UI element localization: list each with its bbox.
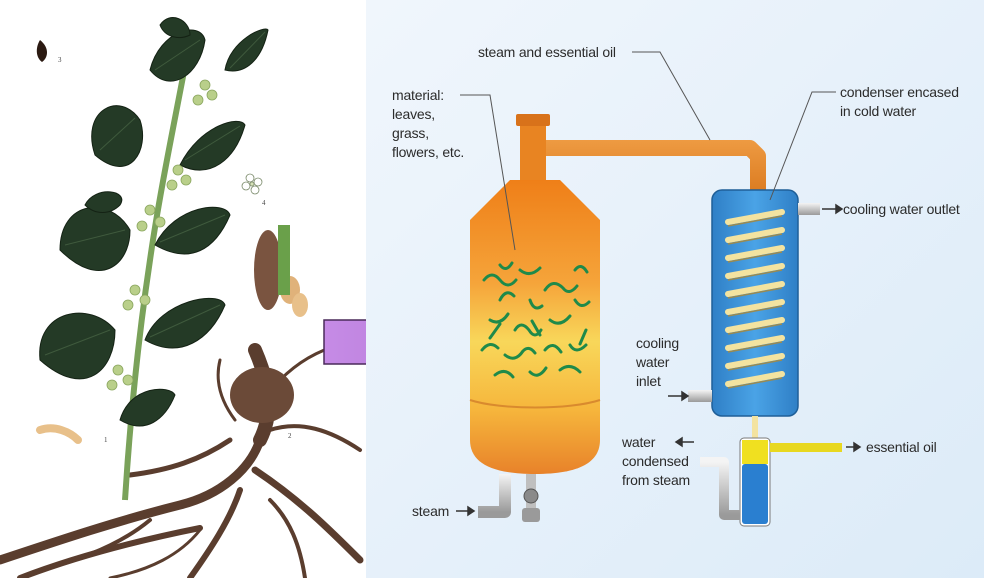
water-condensed-label-line: from steam — [622, 472, 690, 488]
still-neck — [520, 118, 546, 180]
cooling-inlet-pipe — [688, 390, 712, 402]
material-label-line: flowers, etc. — [392, 144, 464, 160]
cooling-outlet-pipe — [798, 203, 820, 215]
distillate-drip — [752, 416, 758, 438]
material-label-line: leaves, — [392, 106, 435, 122]
water-condensed-label-line: water — [621, 434, 656, 450]
material-label-line: grass, — [392, 125, 429, 141]
leaf-veins — [45, 32, 265, 355]
botanical-plant-illustration: 3 4 1 2 — [0, 18, 360, 578]
condenser-label-line: condenser encased — [840, 84, 959, 100]
flower-detail — [242, 174, 262, 194]
water-condensed-label-line: condensed — [622, 453, 689, 469]
drain-outlet — [522, 508, 540, 522]
steam-oil-label: steam and essential oil — [478, 44, 616, 60]
separator-water-layer — [742, 464, 768, 524]
figure-number: 3 — [58, 56, 62, 64]
figure-number: 2 — [288, 432, 292, 440]
condenser-label-line: in cold water — [840, 103, 917, 119]
steam-label: steam — [412, 503, 449, 519]
cooling-inlet-label-line: inlet — [636, 373, 661, 389]
still-cap — [516, 114, 550, 126]
seed-detail — [37, 40, 47, 62]
oil-outlet-pipe — [770, 443, 842, 452]
figure-number: 4 — [262, 199, 266, 207]
distillation-diagram: steam and essential oil material: leaves… — [366, 0, 984, 578]
cooling-inlet-label-line: water — [635, 354, 670, 370]
root-system — [0, 345, 360, 578]
figure-number: 1 — [104, 436, 108, 444]
drain-valve — [524, 489, 538, 503]
cooling-inlet-label-line: cooling — [636, 335, 679, 351]
condenser — [712, 190, 798, 416]
material-label-line: material: — [392, 87, 444, 103]
separator-oil-layer — [742, 440, 768, 464]
plant-stem — [125, 40, 190, 500]
essential-oil-label: essential oil — [866, 439, 937, 455]
cooling-outlet-label: cooling water outlet — [843, 201, 960, 217]
